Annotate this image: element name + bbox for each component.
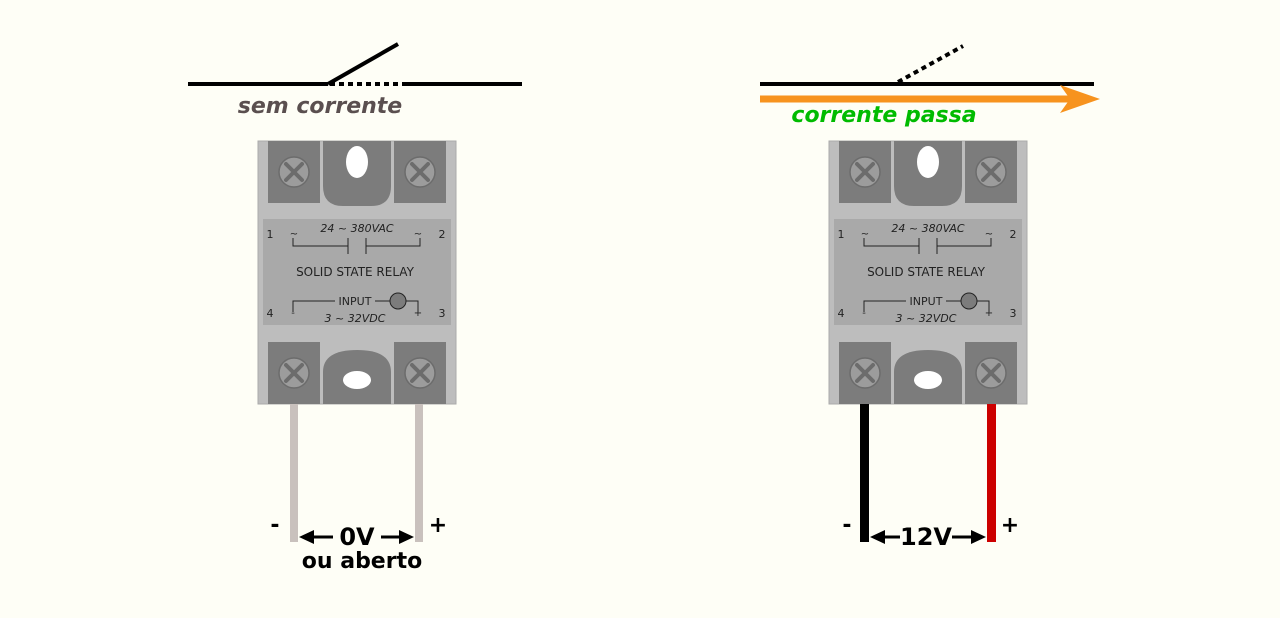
voltage-label: 12V: [900, 523, 952, 551]
pin-2-label: 2: [1010, 228, 1017, 241]
tilde-left: ~: [861, 229, 869, 240]
negative-sign: -: [270, 513, 279, 538]
input-label: INPUT: [910, 295, 943, 308]
relay-title: SOLID STATE RELAY: [867, 265, 986, 279]
ac-rating: 24 ~ 380VAC: [320, 222, 394, 235]
pin-4-label: 4: [267, 307, 274, 320]
ac-rating: 24 ~ 380VAC: [891, 222, 965, 235]
relay-right: 1 2 ~ ~ 24 ~ 380VAC SOLID STATE RELAY IN…: [828, 140, 1028, 405]
pin-4-label: 4: [838, 307, 845, 320]
relay-left: 1 2 ~ ~ 24 ~ 380VAC SOLID STATE RELAY IN…: [257, 140, 457, 405]
input-plus: +: [985, 308, 993, 319]
screw-icon: [277, 356, 311, 390]
no-current-label: sem corrente: [238, 94, 403, 119]
led-indicator: [389, 292, 407, 310]
led-indicator: [960, 292, 978, 310]
input-minus: -: [291, 308, 295, 319]
screw-icon: [277, 155, 311, 189]
left-panel: sem corrente 1 2 ~ ~ 24 ~ 380VAC SOLID S…: [188, 42, 522, 574]
current-passes-label: corrente passa: [791, 103, 976, 128]
wire-negative-idle: [290, 404, 298, 542]
pin-3-label: 3: [1010, 307, 1017, 320]
closed-switch-symbol: [760, 44, 1094, 86]
input-plus: +: [414, 308, 422, 319]
tilde-left: ~: [290, 229, 298, 240]
tilde-right: ~: [414, 229, 422, 240]
current-arrow: [760, 85, 1100, 113]
screw-icon: [403, 155, 437, 189]
screw-icon: [848, 356, 882, 390]
voltage-sublabel: ou aberto: [302, 549, 422, 574]
negative-sign: -: [842, 513, 851, 538]
relay-title: SOLID STATE RELAY: [296, 265, 415, 279]
dc-rating: 3 ~ 32VDC: [896, 312, 957, 325]
positive-sign: +: [1001, 513, 1019, 538]
voltage-label: 0V: [339, 523, 375, 551]
right-panel: corrente passa 1 2 ~ ~ 24 ~ 380VAC SOLID…: [760, 44, 1100, 551]
wire-negative: [860, 404, 869, 542]
screw-icon: [848, 155, 882, 189]
tilde-right: ~: [985, 229, 993, 240]
pin-2-label: 2: [439, 228, 446, 241]
input-minus: -: [862, 308, 866, 319]
dc-rating: 3 ~ 32VDC: [325, 312, 386, 325]
voltage-arrow: [870, 530, 986, 544]
open-switch-symbol: [188, 42, 522, 86]
pin-3-label: 3: [439, 307, 446, 320]
pin-1-label: 1: [838, 228, 845, 241]
wire-positive: [987, 404, 996, 542]
screw-icon: [974, 155, 1008, 189]
wire-positive-idle: [415, 404, 423, 542]
screw-icon: [974, 356, 1008, 390]
positive-sign: +: [429, 513, 447, 538]
voltage-arrow: [299, 530, 414, 544]
input-label: INPUT: [339, 295, 372, 308]
screw-icon: [403, 356, 437, 390]
pin-1-label: 1: [267, 228, 274, 241]
